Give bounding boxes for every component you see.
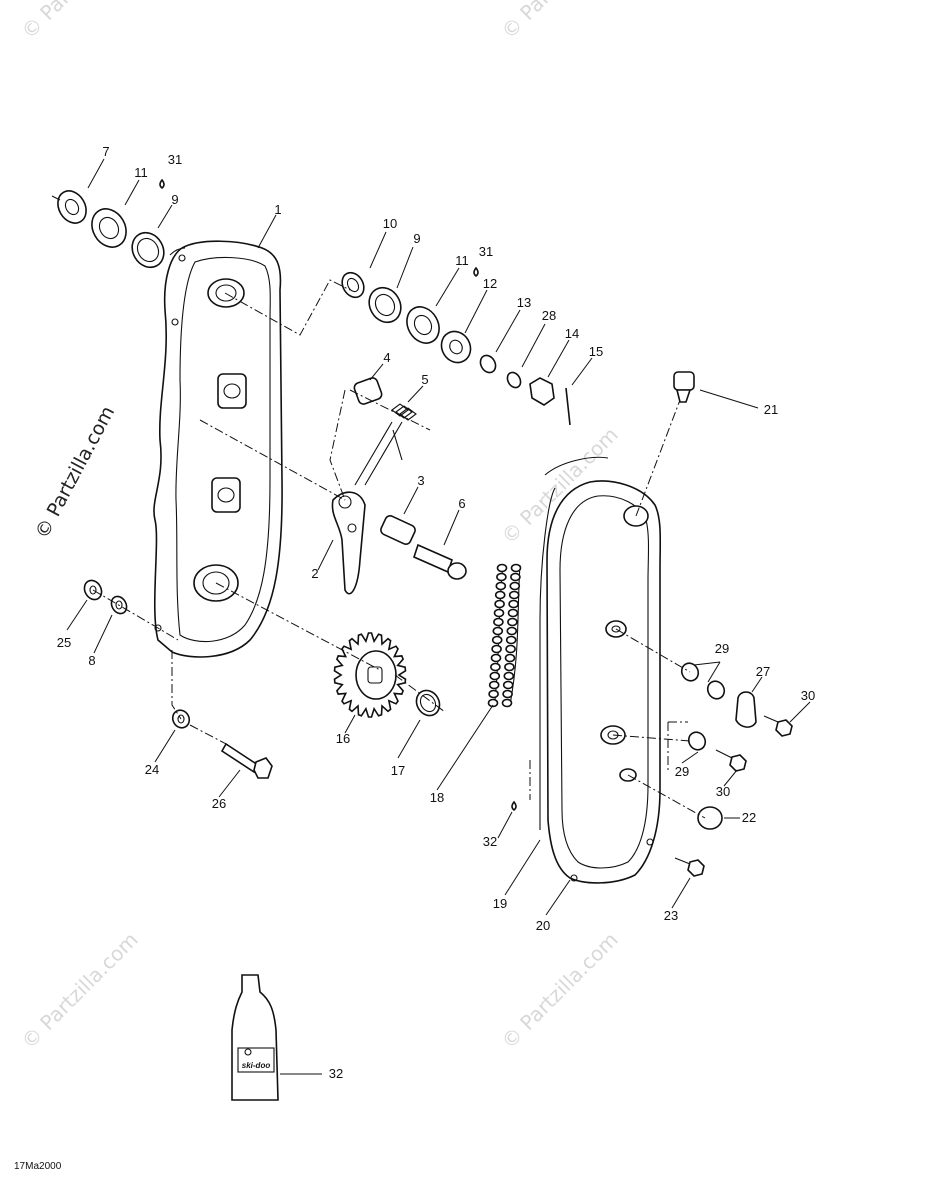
- callout-10: 10: [383, 216, 397, 231]
- callout-25: 25: [57, 635, 71, 650]
- watermark-tile: © Partzilla.com: [497, 0, 623, 44]
- upper-bearing-stack: [51, 190, 165, 269]
- watermark-tile: © Partzilla.com: [497, 927, 623, 1053]
- callout-29: 29: [715, 641, 729, 656]
- callout-22: 22: [742, 810, 756, 825]
- callout-32: 32: [329, 1066, 343, 1081]
- callout-21: 21: [764, 402, 778, 417]
- callout-19: 19: [493, 896, 507, 911]
- chaincase-housing-1: [153, 240, 283, 658]
- callout-7: 7: [102, 144, 109, 159]
- callout-3: 3: [417, 473, 424, 488]
- oil-bottle-32: ski-doo: [231, 974, 279, 1101]
- callout-32: 32: [483, 834, 497, 849]
- oil-drop-icons: [159, 178, 517, 812]
- watermark-tile: © Partzilla.com: [17, 927, 143, 1053]
- callout-29: 29: [675, 764, 689, 779]
- callout-9: 9: [413, 231, 420, 246]
- cover-hardware: [673, 371, 793, 877]
- callout-16: 16: [336, 731, 350, 746]
- callout-20: 20: [536, 918, 550, 933]
- callout-11: 11: [455, 253, 469, 268]
- callout-23: 23: [664, 908, 678, 923]
- callout-13: 13: [517, 295, 531, 310]
- callout-labels: 7 11 31 9 1 10 9 11 31 12 13 28 14 15 4 5 3 6 2 21 25 8 16 17 18…: [57, 144, 815, 1081]
- callout-6: 6: [458, 496, 465, 511]
- assembly-lines: [92, 279, 706, 819]
- callout-17: 17: [391, 763, 405, 778]
- chain-tensioner: [331, 377, 467, 595]
- callout-14: 14: [565, 326, 579, 341]
- oil-drop-icon: [159, 178, 165, 190]
- callout-30: 30: [801, 688, 815, 703]
- callout-27: 27: [756, 664, 770, 679]
- watermark-tile: © Partzilla.com: [17, 0, 143, 44]
- side-watermark: © Partzilla.com: [31, 403, 119, 543]
- chaincase-cover-20: [539, 456, 662, 884]
- callout-26: 26: [212, 796, 226, 811]
- callout-9: 9: [171, 192, 178, 207]
- callout-24: 24: [145, 762, 159, 777]
- leader-lines: [66, 158, 811, 1075]
- bottle-brand-text: ski-doo: [242, 1061, 271, 1070]
- sprocket-16: [333, 632, 441, 718]
- callout-12: 12: [483, 276, 497, 291]
- upper-shaft-components: [341, 271, 571, 426]
- callout-4: 4: [383, 350, 390, 365]
- callout-31: 31: [168, 152, 182, 167]
- callout-28: 28: [542, 308, 556, 323]
- callout-8: 8: [88, 653, 95, 668]
- oil-drop-icon: [473, 266, 479, 278]
- callout-31: 31: [479, 244, 493, 259]
- callout-18: 18: [430, 790, 444, 805]
- callout-1: 1: [274, 202, 281, 217]
- oil-drop-icon: [511, 800, 517, 812]
- callout-5: 5: [421, 372, 428, 387]
- callout-11: 11: [134, 165, 148, 180]
- figure-code: 17Ma2000: [14, 1161, 62, 1172]
- callout-30: 30: [716, 784, 730, 799]
- callout-15: 15: [589, 344, 603, 359]
- drive-chain-18: [487, 563, 522, 708]
- callout-2: 2: [311, 566, 318, 581]
